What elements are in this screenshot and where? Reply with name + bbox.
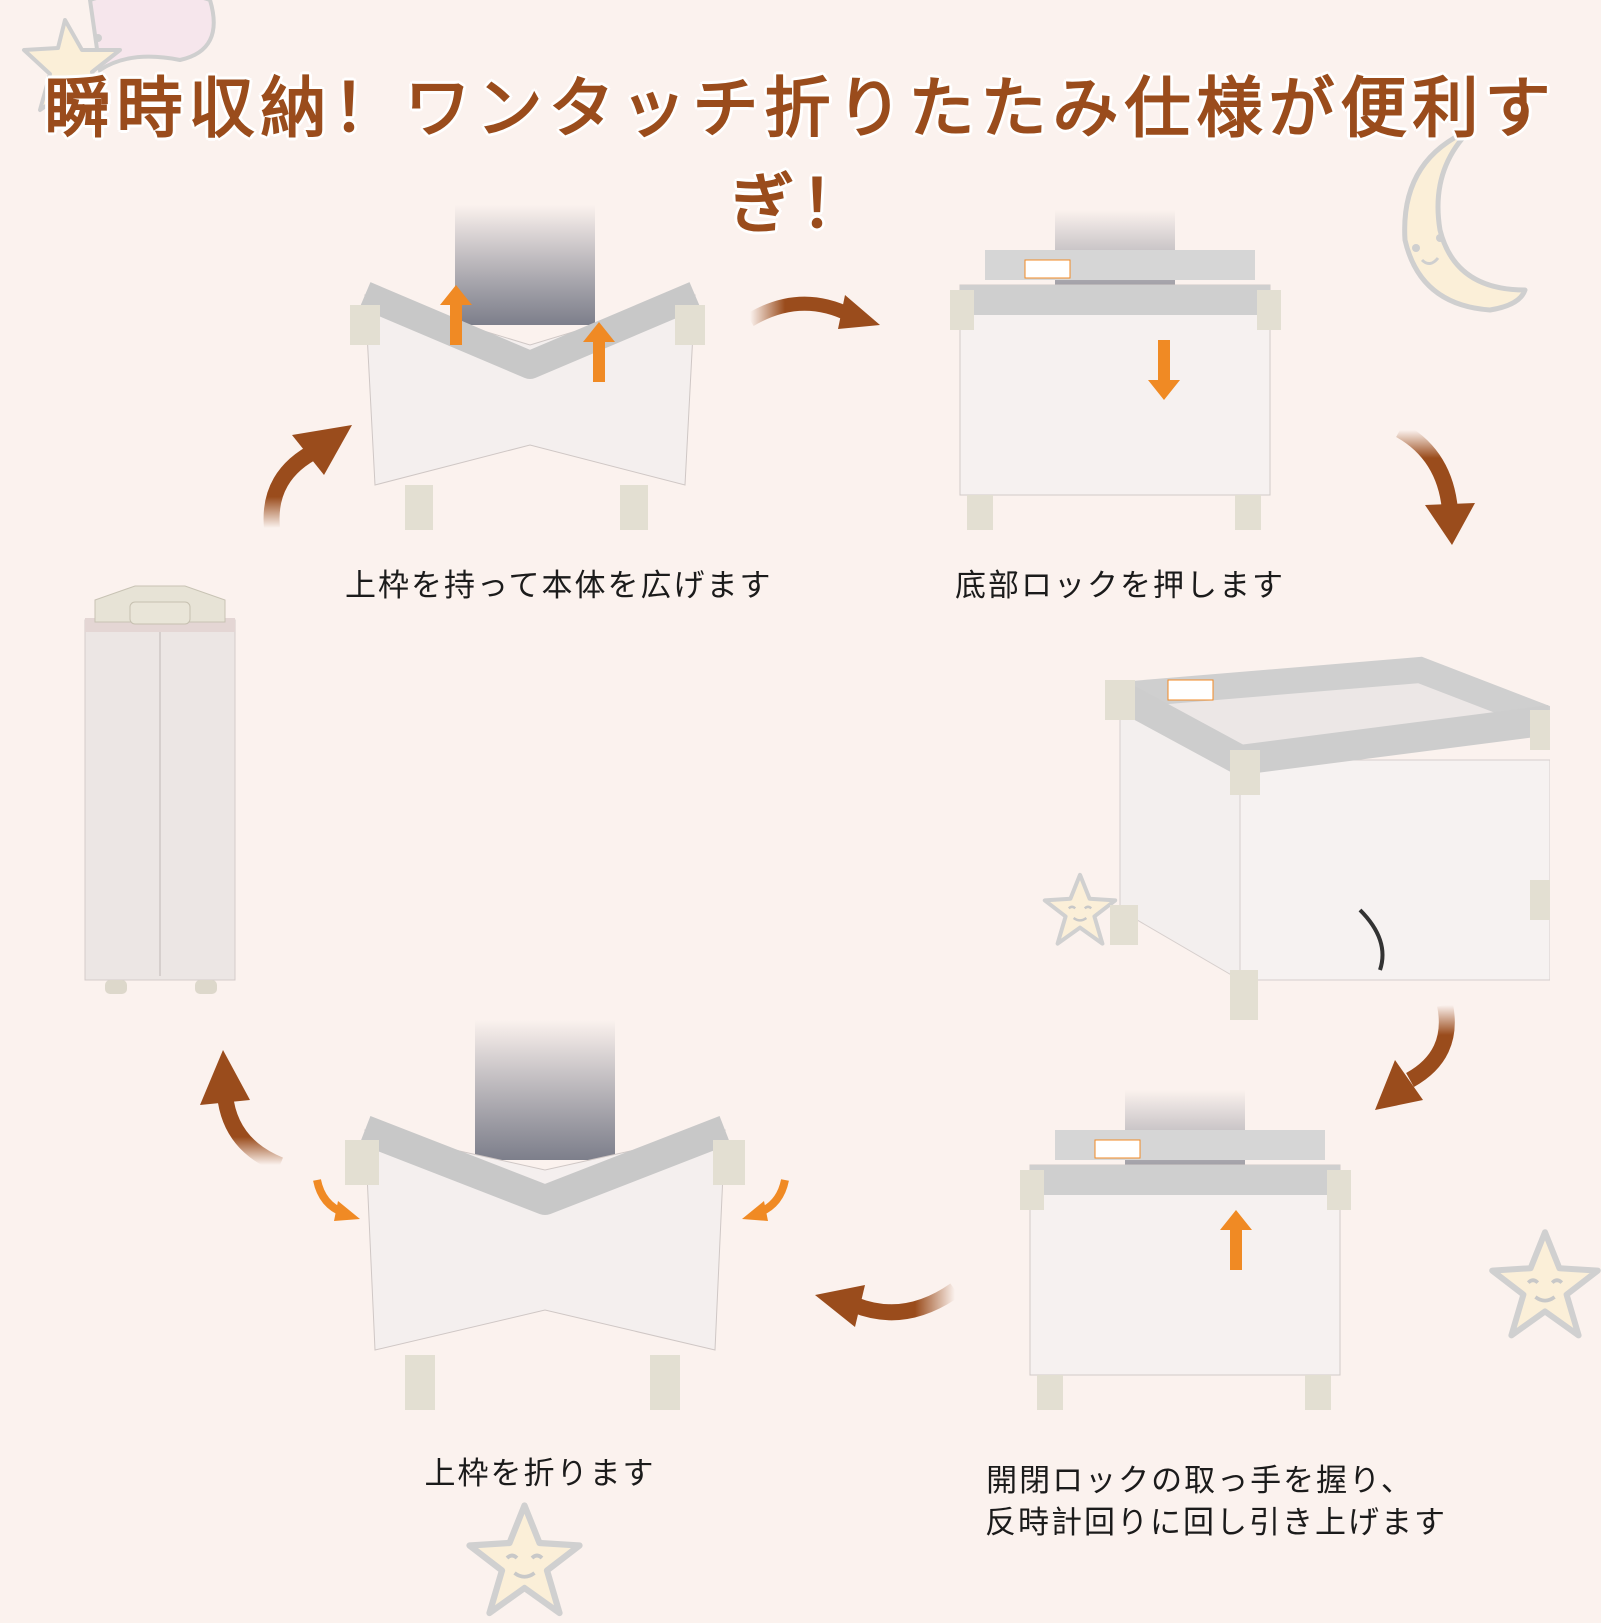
step-caption: 上枠を持って本体を広げます: [345, 568, 773, 604]
crib-unfolding-image: [350, 205, 705, 530]
up-arrow-icon: [440, 285, 472, 345]
curved-arrow-left-icon: [815, 1283, 955, 1327]
step-caption: 底部ロックを押します: [955, 568, 1285, 604]
moon-icon: [1402, 127, 1528, 313]
up-arrow-icon: [1220, 1210, 1252, 1270]
curved-arrow-down-left-icon: [1375, 1003, 1455, 1110]
star-icon: [466, 1502, 583, 1617]
step-caption-line-1: 開閉ロックの取っ手を握り、: [986, 1463, 1414, 1499]
curved-arrow-down-icon: [1395, 425, 1475, 545]
crib-bottom-lock-image: [950, 210, 1281, 530]
curved-inward-arrow-icon: [313, 1179, 360, 1221]
star-icon: [1042, 872, 1118, 946]
crib-handle-pull-image: [1020, 1090, 1351, 1410]
shooting-star-icon: [22, 0, 216, 112]
curved-arrow-up-right-icon: [263, 425, 352, 529]
curved-inward-arrow-icon: [742, 1179, 789, 1221]
folded-crib-image: [84, 585, 236, 994]
step-caption: 上枠を折ります: [424, 1456, 656, 1492]
up-arrow-icon: [583, 322, 615, 382]
step-caption-line-2: 反時計回りに回し引き上げます: [985, 1505, 1447, 1541]
crib-folding-image: [345, 1020, 745, 1410]
star-icon: [1489, 1229, 1601, 1339]
assembled-crib-image: [1105, 656, 1550, 1020]
curved-arrow-up-icon: [200, 1050, 284, 1170]
page-title: 瞬時収納！ワンタッチ折りたたみ仕様が便利すぎ！: [44, 69, 1557, 243]
curved-arrow-right-icon: [750, 295, 880, 329]
down-arrow-icon: [1148, 340, 1180, 400]
